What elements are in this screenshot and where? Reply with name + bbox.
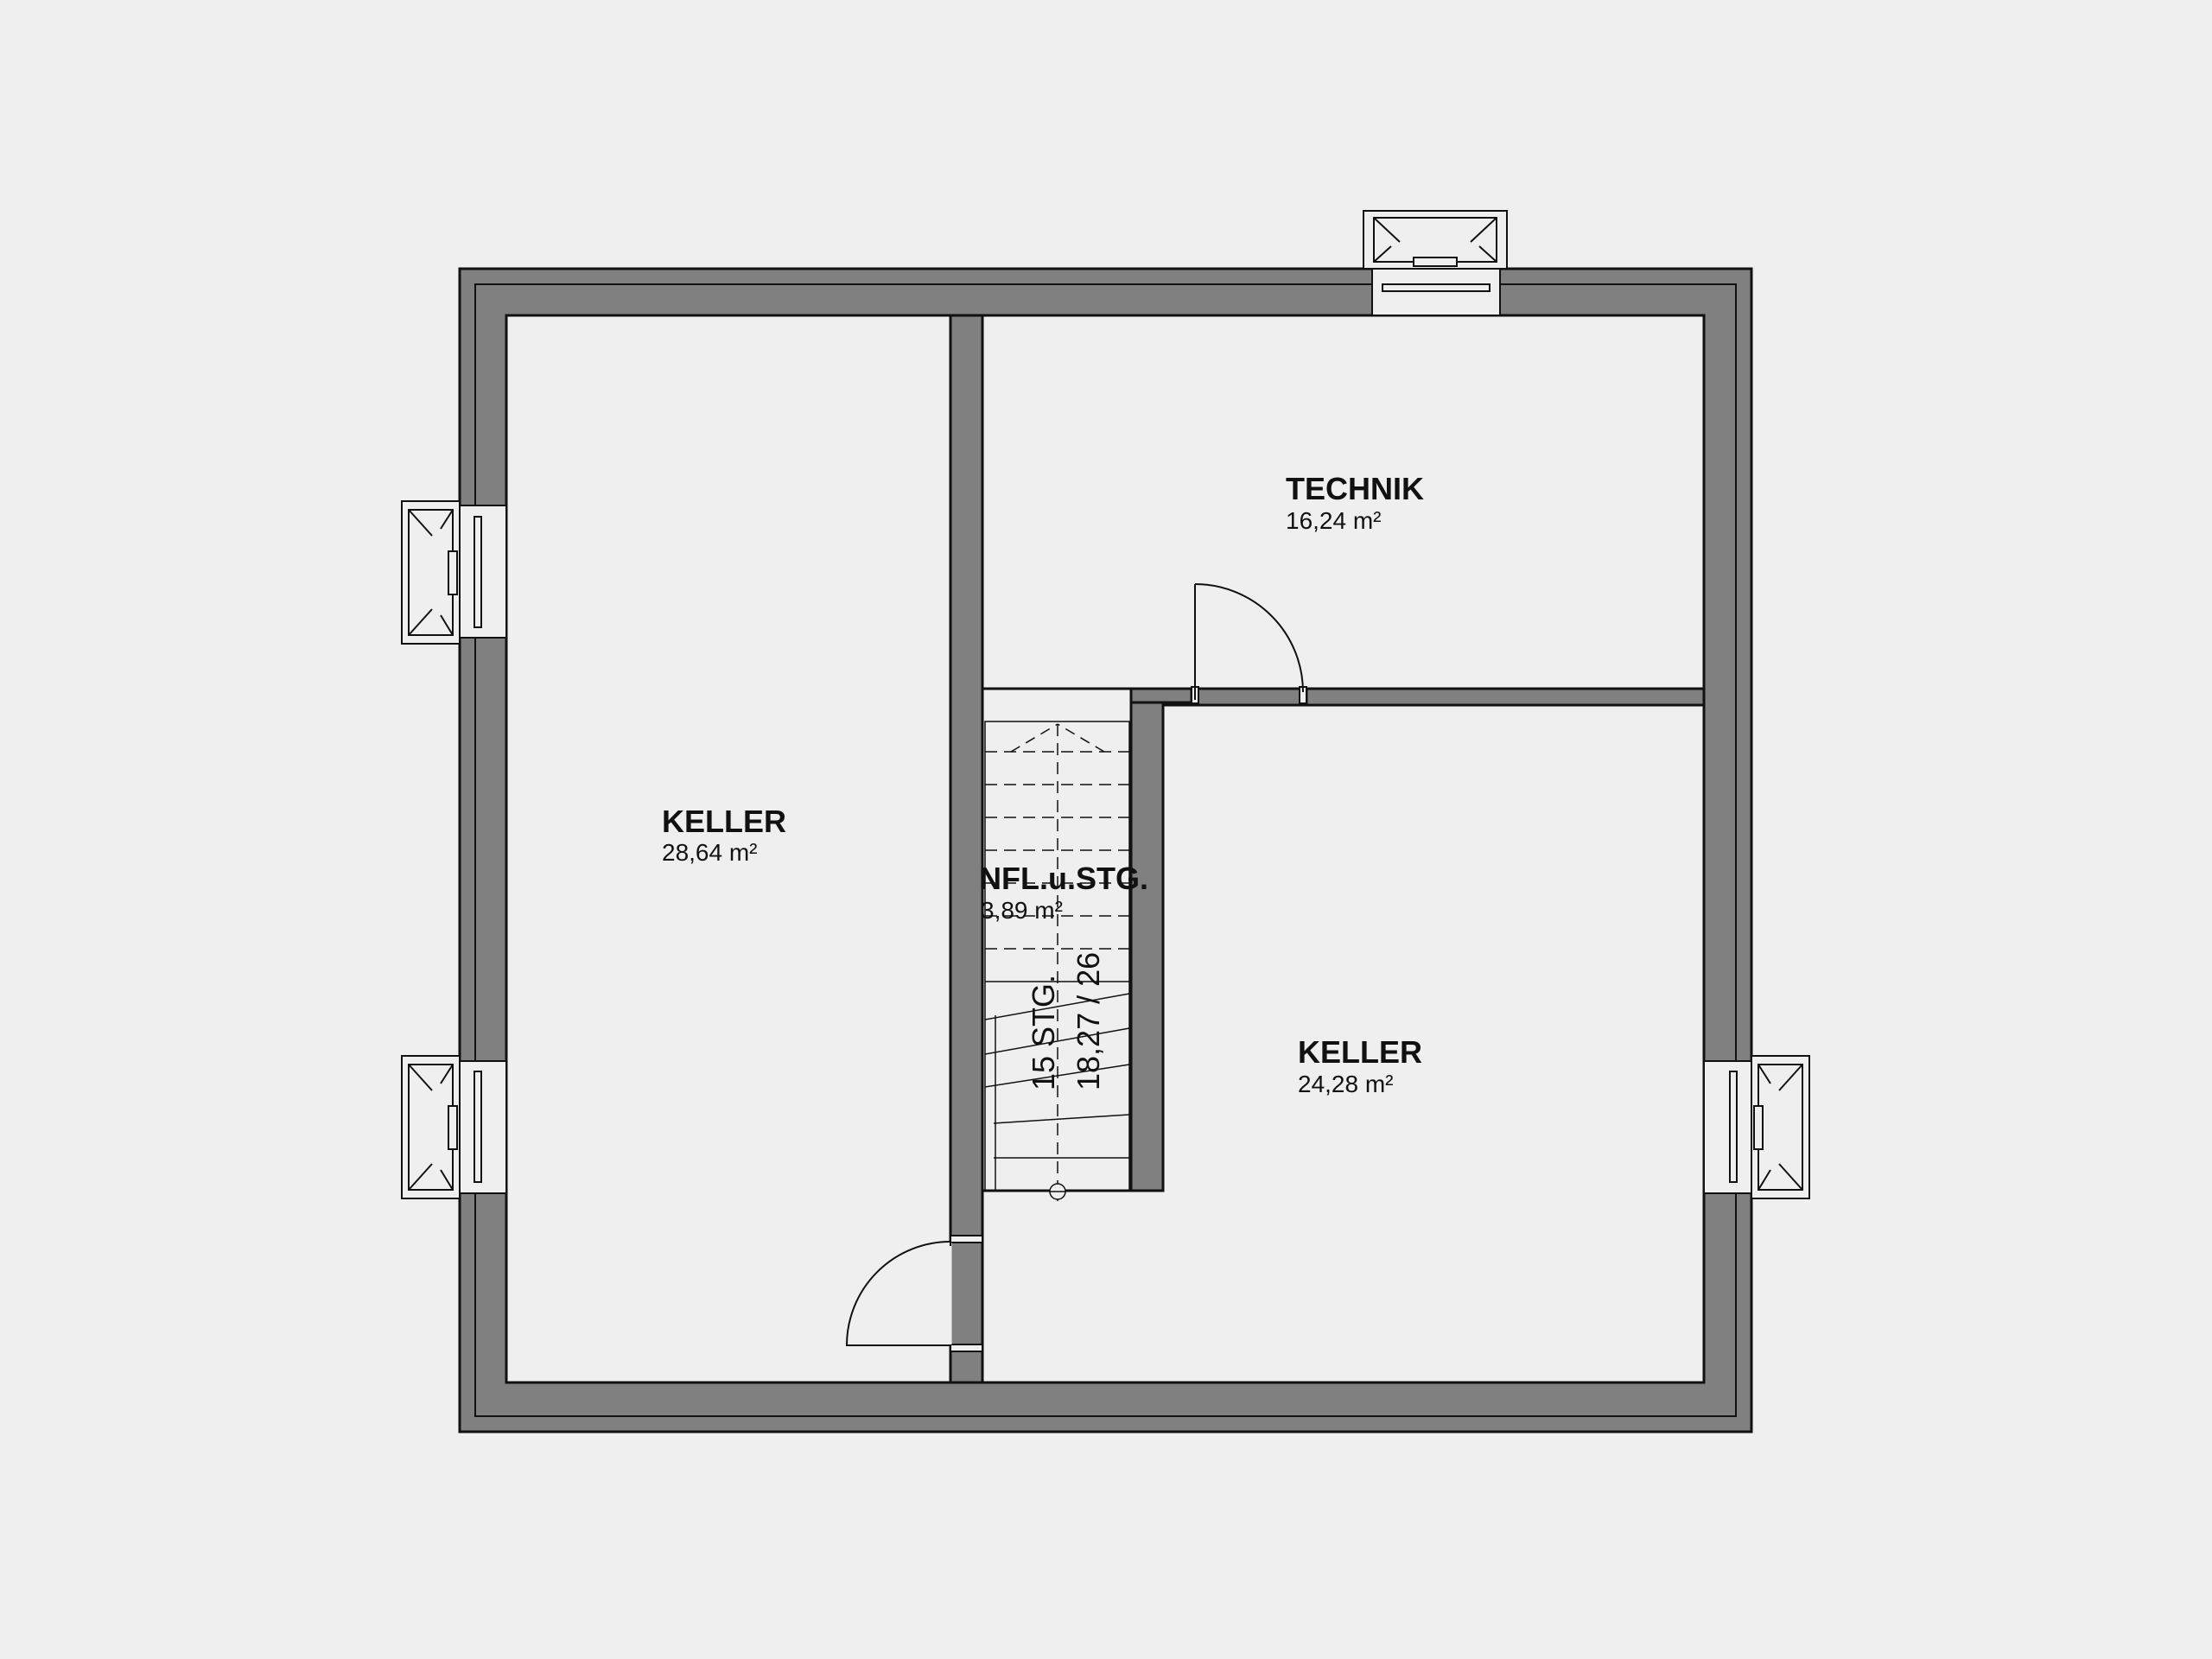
window-east: [1703, 1055, 1810, 1199]
window-west-upper: [401, 500, 507, 645]
room-area: 28,64 m²: [662, 839, 758, 866]
floor-technik: [981, 314, 1706, 690]
outer-wall-inner-line: [474, 283, 1737, 1417]
room-area: 24,28 m²: [1298, 1071, 1394, 1097]
window-north: [1363, 210, 1508, 316]
room-area: 16,24 m²: [1286, 507, 1382, 534]
wall-stair: [1129, 687, 1165, 1192]
room-name: KELLER: [1298, 1034, 1422, 1070]
wall-stair-stub: [1129, 687, 1193, 704]
wall-center-lower: [949, 1349, 984, 1384]
room-floors: [505, 314, 1706, 1384]
window-west-lower: [401, 1055, 507, 1199]
room-name: TECHNIK: [1286, 471, 1424, 506]
room-name: NFL.u.STG.: [979, 861, 1148, 896]
room-area: 3,89 m²: [981, 897, 1063, 924]
label-keller-east: KELLER 24,28 m²: [1298, 1034, 1422, 1097]
room-name: KELLER: [662, 804, 786, 839]
stair-ratio-label: 18,27 / 26: [1071, 952, 1106, 1090]
wall-center-upper: [949, 314, 984, 1243]
stair-steps-label: 15 STG.: [1026, 975, 1061, 1090]
wall-technik: [1305, 687, 1706, 707]
floor-keller-west: [505, 314, 952, 1384]
door-technik: [1191, 583, 1307, 704]
door-keller-west: [845, 1235, 983, 1352]
label-technik: TECHNIK 16,24 m²: [1286, 471, 1424, 534]
label-keller-west: KELLER 28,64 m²: [662, 804, 786, 866]
stair: [984, 721, 1130, 1201]
label-flur: NFL.u.STG. 3,89 m²: [979, 861, 1148, 924]
